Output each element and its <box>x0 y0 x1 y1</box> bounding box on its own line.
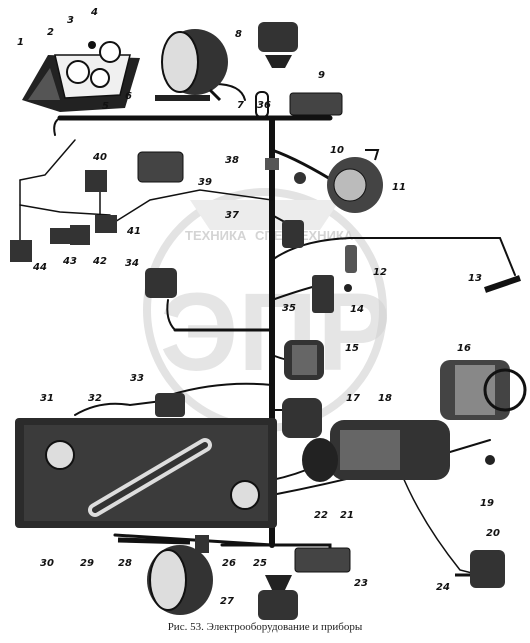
callout-36: 36 <box>257 100 271 111</box>
item-26 <box>195 535 209 553</box>
callout-37: 37 <box>225 210 239 221</box>
battery-30 <box>15 418 277 528</box>
parking-lamp-23 <box>294 547 351 573</box>
callout-42: 42 <box>92 256 107 267</box>
distributor-11 <box>327 149 383 213</box>
clamp-38 <box>265 158 279 170</box>
callout-22: 22 <box>314 510 328 521</box>
callout-32: 32 <box>88 393 102 404</box>
callout-labels: 1 2 3 4 5 6 7 8 9 10 11 12 13 14 15 16 1… <box>17 7 500 607</box>
callout-2: 2 <box>47 27 54 38</box>
callout-34: 34 <box>125 258 139 269</box>
switch-37 <box>282 220 304 248</box>
callout-13: 13 <box>468 273 482 284</box>
callout-35: 35 <box>282 303 296 314</box>
item-34 <box>145 268 177 298</box>
callout-9: 9 <box>318 70 325 81</box>
callout-11: 11 <box>392 182 406 193</box>
callout-30: 30 <box>40 558 54 569</box>
callout-1: 1 <box>17 37 24 48</box>
horn-top <box>258 22 298 68</box>
callout-15: 15 <box>345 343 359 354</box>
item-19 <box>485 455 495 465</box>
callout-12: 12 <box>373 267 387 278</box>
callout-20: 20 <box>486 528 500 539</box>
item-10 <box>294 172 306 184</box>
callout-8: 8 <box>235 29 242 40</box>
callout-3: 3 <box>67 15 74 26</box>
headlamp-top <box>161 29 228 102</box>
connector-36 <box>255 91 269 118</box>
callout-10: 10 <box>330 145 344 156</box>
callout-4: 4 <box>90 7 98 18</box>
lamp-20 <box>470 550 505 588</box>
callout-19: 19 <box>480 498 494 509</box>
callout-24: 24 <box>436 582 450 593</box>
instrument-panel <box>22 41 140 112</box>
horn-bottom <box>258 575 298 620</box>
callout-40: 40 <box>92 152 107 163</box>
callout-29: 29 <box>80 558 94 569</box>
regulator-39 <box>137 151 184 183</box>
callout-41: 41 <box>126 226 141 237</box>
callout-7: 7 <box>237 100 244 111</box>
callout-21: 21 <box>340 510 354 521</box>
item-14 <box>344 284 352 292</box>
watermark-line1: ТЕХНИКА <box>185 228 247 243</box>
callout-16: 16 <box>457 343 471 354</box>
callout-31: 31 <box>40 393 54 404</box>
item-17 <box>282 398 322 438</box>
callout-5: 5 <box>102 101 109 112</box>
item-43 <box>50 228 70 244</box>
wire-28 <box>117 537 191 545</box>
callout-17: 17 <box>346 393 360 404</box>
generator-16 <box>440 360 527 420</box>
callout-26: 26 <box>222 558 236 569</box>
callout-6: 6 <box>125 91 132 102</box>
callout-18: 18 <box>378 393 392 404</box>
callout-33: 33 <box>130 373 144 384</box>
starter-18 <box>302 420 450 482</box>
plug-7 <box>155 95 210 101</box>
item-44 <box>10 240 32 262</box>
item-41 <box>95 215 117 233</box>
relay-35 <box>312 275 334 313</box>
callout-27: 27 <box>220 596 234 607</box>
callout-28: 28 <box>118 558 132 569</box>
callout-38: 38 <box>225 155 239 166</box>
callout-23: 23 <box>354 578 368 589</box>
watermark-big: ЭПР <box>160 271 391 394</box>
callout-14: 14 <box>350 304 364 315</box>
item-33 <box>155 393 185 417</box>
callout-44: 44 <box>32 262 47 273</box>
parking-lamp-9 <box>289 92 343 116</box>
item-15 <box>284 340 324 380</box>
callout-39: 39 <box>198 177 212 188</box>
item-12 <box>345 245 357 273</box>
switch-40 <box>85 170 107 192</box>
item-42 <box>70 225 90 245</box>
figure-caption: Рис. 53. Электрооборудование и приборы <box>167 621 363 633</box>
headlamp-bottom <box>147 545 213 615</box>
sensor-13 <box>484 275 521 293</box>
callout-25: 25 <box>253 558 267 569</box>
callout-43: 43 <box>62 256 77 267</box>
